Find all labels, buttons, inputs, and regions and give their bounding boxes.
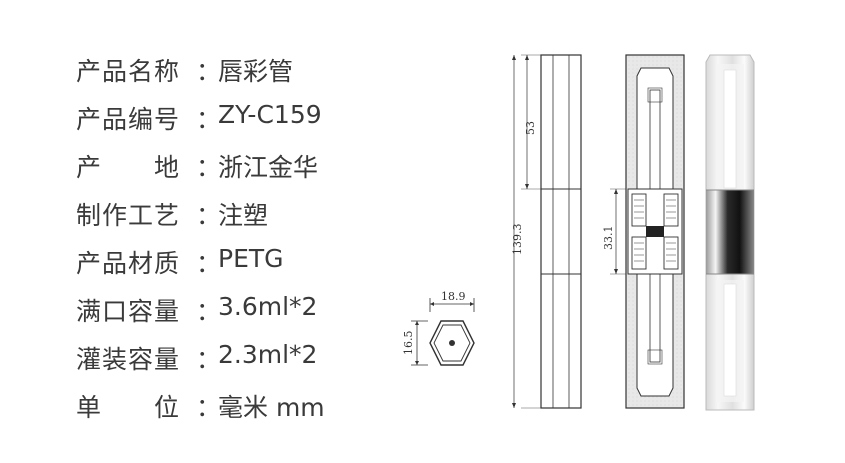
spec-label: 灌装容量 — [76, 345, 181, 374]
height-label: 16.5 — [402, 331, 415, 356]
spec-label: 产品编号 — [76, 105, 181, 134]
metal-band — [706, 190, 754, 274]
spec-colon: ： — [196, 153, 222, 182]
spec-label: 产 地 — [76, 153, 181, 182]
spec-value: 3.6ml*2 — [218, 292, 318, 321]
hexagon-center-hole — [449, 340, 455, 346]
spec-label: 满口容量 — [76, 297, 181, 326]
cap-length-label: 53 — [524, 121, 537, 135]
spec-colon: ： — [196, 345, 222, 374]
lower-cavity — [636, 273, 674, 397]
section-view: 33.1 — [602, 54, 685, 409]
spec-value: 2.3ml*2 — [218, 340, 318, 369]
spec-colon: ： — [196, 201, 222, 230]
spec-value: 唇彩管 — [218, 57, 294, 86]
spec-value: PETG — [218, 244, 284, 273]
spec-colon: ： — [196, 297, 222, 326]
middle-length-label: 33.1 — [602, 226, 615, 251]
spec-colon: ： — [196, 105, 222, 134]
spec-label: 产品名称 — [76, 57, 181, 86]
spec-label: 单 位 — [76, 393, 181, 422]
spec-colon: ： — [196, 249, 222, 278]
connector-separator — [646, 226, 664, 237]
product-render — [705, 54, 755, 411]
width-label: 18.9 — [441, 290, 466, 303]
spec-value: 毫米 mm — [218, 393, 325, 422]
front-view: 53 139.3 — [511, 54, 582, 409]
tube-outline — [540, 54, 582, 409]
upper-cavity — [636, 67, 674, 190]
spec-value: 浙江金华 — [218, 153, 319, 182]
spec-label: 产品材质 — [76, 249, 181, 278]
total-length-label: 139.3 — [511, 224, 524, 256]
spec-value: ZY-C159 — [218, 100, 322, 129]
spec-label: 制作工艺 — [76, 201, 181, 230]
spec-colon: ： — [196, 393, 222, 422]
spec-colon: ： — [196, 57, 222, 86]
spec-value: 注塑 — [218, 201, 269, 230]
hex-top-view: 18.9 16.5 — [402, 290, 475, 366]
